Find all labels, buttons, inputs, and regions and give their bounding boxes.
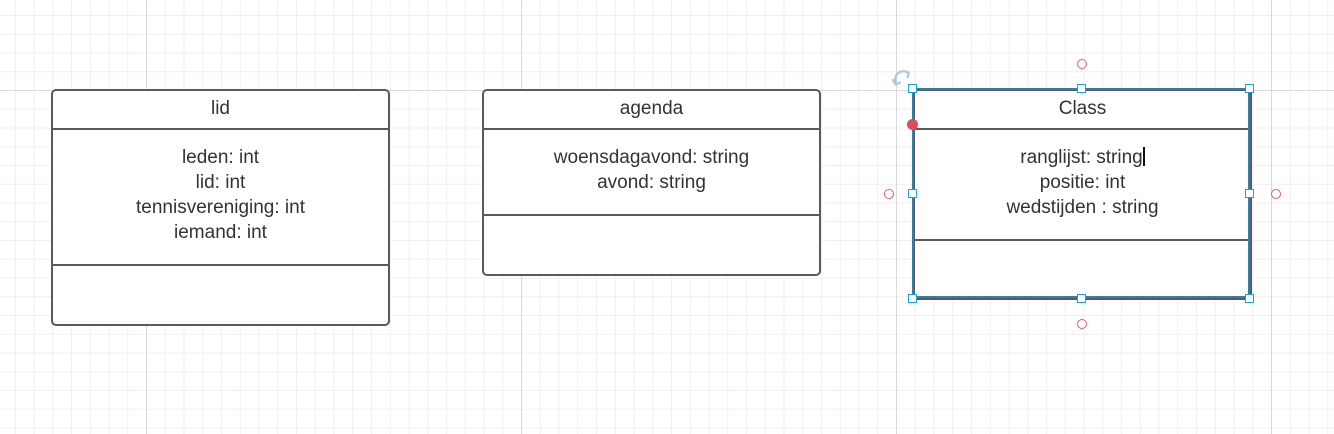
class-attributes[interactable]: ranglijst: string positie: int wedstijde… bbox=[915, 130, 1250, 241]
class-attribute-editing[interactable]: ranglijst: string bbox=[915, 145, 1250, 170]
class-title[interactable]: agenda bbox=[484, 91, 819, 130]
resize-handle-left[interactable] bbox=[908, 189, 917, 198]
resize-handle-top-right[interactable] bbox=[1245, 84, 1254, 93]
connection-point-bottom[interactable] bbox=[1077, 319, 1087, 329]
resize-handle-top[interactable] bbox=[1077, 84, 1086, 93]
class-attribute[interactable]: leden: int bbox=[181, 147, 260, 168]
class-title[interactable]: lid bbox=[53, 91, 388, 130]
class-attribute[interactable]: tennisvereniging: int bbox=[136, 197, 305, 218]
resize-handle-bottom[interactable] bbox=[1077, 294, 1086, 303]
class-attribute[interactable]: lid: int bbox=[195, 172, 246, 193]
uml-class-selected[interactable]: Class ranglijst: string positie: int wed… bbox=[913, 89, 1252, 300]
uml-class-lid[interactable]: lid leden: int lid: int tennisvereniging… bbox=[51, 89, 390, 326]
connection-point-right[interactable] bbox=[1271, 189, 1281, 199]
resize-handle-bottom-right[interactable] bbox=[1245, 294, 1254, 303]
class-title[interactable]: Class bbox=[915, 91, 1250, 130]
class-attribute[interactable]: wedstijden : string bbox=[1006, 197, 1159, 218]
class-attributes[interactable]: woensdagavond: string avond: string bbox=[484, 130, 819, 216]
resize-handle-bottom-left[interactable] bbox=[908, 294, 917, 303]
connection-point-active[interactable] bbox=[907, 119, 918, 130]
connection-point-left[interactable] bbox=[884, 189, 894, 199]
uml-class-agenda[interactable]: agenda woensdagavond: string avond: stri… bbox=[482, 89, 821, 276]
class-attributes[interactable]: leden: int lid: int tennisvereniging: in… bbox=[53, 130, 388, 266]
text-caret bbox=[1142, 147, 1145, 166]
resize-handle-top-left[interactable] bbox=[908, 84, 917, 93]
connection-point-top[interactable] bbox=[1077, 59, 1087, 69]
resize-handle-right[interactable] bbox=[1245, 189, 1254, 198]
class-attribute[interactable]: positie: int bbox=[1039, 172, 1126, 193]
class-attribute[interactable]: iemand: int bbox=[174, 222, 267, 243]
class-attribute[interactable]: woensdagavond: string bbox=[553, 147, 750, 168]
class-attribute[interactable]: avond: string bbox=[597, 172, 706, 193]
rotate-handle-icon[interactable] bbox=[890, 66, 914, 90]
class-attribute-text[interactable]: ranglijst: string bbox=[1020, 147, 1143, 168]
